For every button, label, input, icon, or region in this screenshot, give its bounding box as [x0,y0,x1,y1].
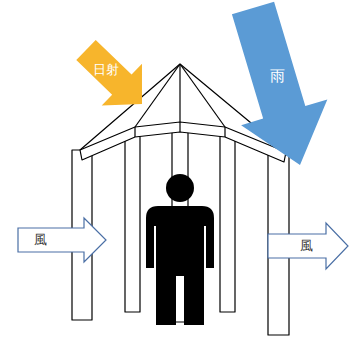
arrow-shape [16,216,108,264]
arrow-label: 風 [34,233,47,247]
arrow-outline [268,223,348,269]
roof-edge [134,127,135,137]
person-body [146,206,214,325]
arrow-outline [18,218,106,262]
rain-arrow: 雨 [229,0,330,167]
wind-arrow: 風 [266,221,350,271]
arrow-label: 風 [300,239,313,253]
roof-edge [224,127,225,137]
sunlight-arrow: 日射 [74,37,144,108]
arrow-label: 雨 [270,68,285,85]
roof-edge [179,122,180,132]
person-head [166,174,194,202]
person-silhouette [146,174,214,325]
post [125,136,140,312]
wind-arrow: 風 [16,216,108,264]
roof-rib [180,64,225,127]
arrow-outline [232,2,327,165]
arrow-outline [76,40,142,106]
arrow-label: 日射 [93,63,119,77]
post [220,136,235,312]
roof-rib [179,64,180,122]
